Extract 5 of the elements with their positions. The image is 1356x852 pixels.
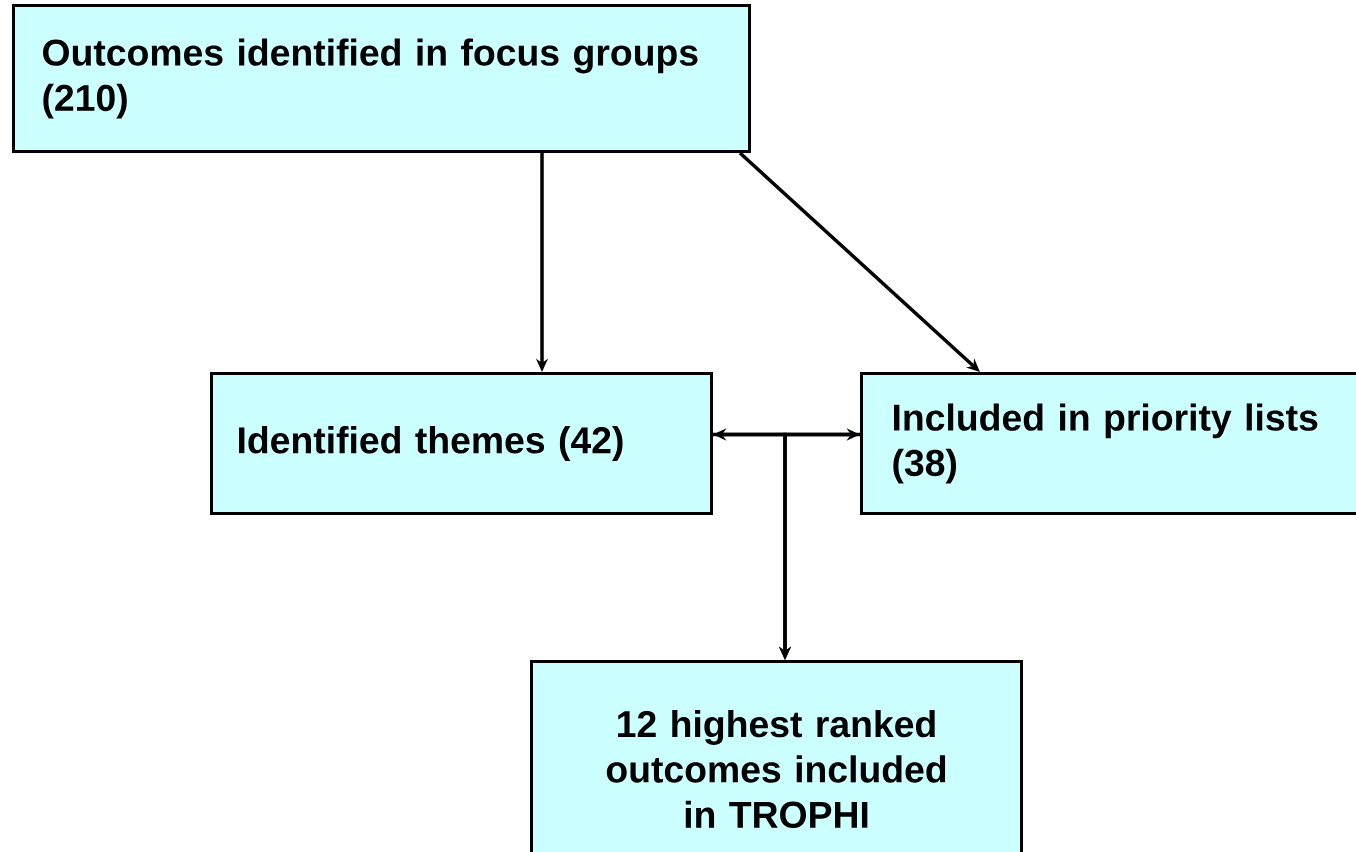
arrow [738, 151, 980, 372]
process-box: Outcomes identified in focus groups (210) [12, 4, 751, 153]
process-box: Identified themes (42) [210, 372, 713, 515]
process-box: Included in priority lists (38) [860, 372, 1356, 515]
process-box: 12 highest ranked outcomes included in TROPHI [530, 660, 1023, 852]
